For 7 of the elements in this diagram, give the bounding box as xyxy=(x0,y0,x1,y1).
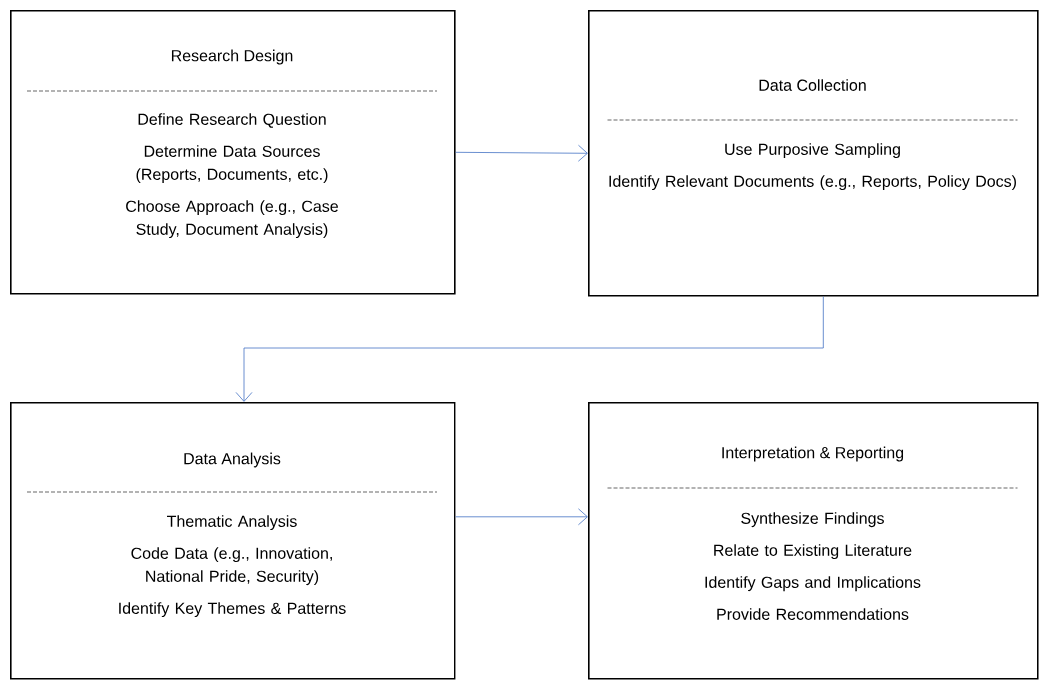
process-box: Research Design Define Research Question Determine Data Sources (Reports, Documents, etc.) Choose Approach (e.g., Case Study, Document Analysis) xyxy=(10,10,456,295)
arrow xyxy=(455,144,588,162)
arrow xyxy=(455,508,588,526)
arrow xyxy=(235,296,824,402)
process-box: Interpretation & Reporting Synthesize Findings Relate to Existing Literature Identify Gaps and Implications Provide Recommendations xyxy=(588,402,1039,680)
process-box: Data Analysis Thematic Analysis Code Data (e.g., Innovation, National Pride, Security) Identify Key Themes & Patterns xyxy=(10,402,456,680)
process-box: Data Collection Use Purposive Sampling Identify Relevant Documents (e.g., Reports, Policy Docs) xyxy=(588,10,1039,297)
